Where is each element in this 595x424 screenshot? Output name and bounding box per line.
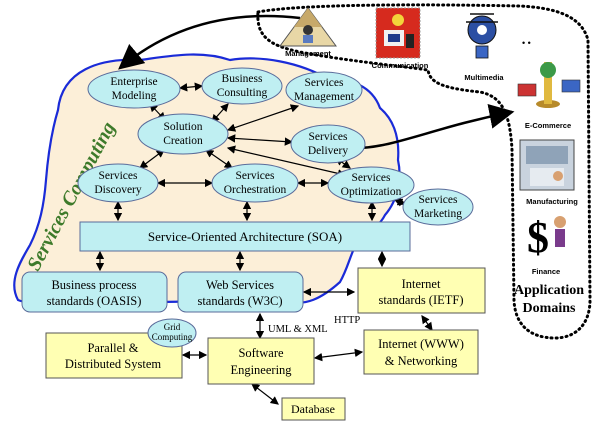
software-engineering-box: Software Engineering	[207, 337, 315, 385]
node-services-delivery: Services Delivery	[290, 124, 366, 164]
multimedia-icon	[466, 13, 498, 59]
e-commerce-label: E-Commerce	[525, 121, 571, 130]
node-services-management: Services Management	[285, 71, 363, 109]
application-domains-line1: Application	[514, 283, 584, 298]
internet-networking-line2: & Networking	[385, 354, 458, 368]
manufacturing-icon	[519, 139, 575, 191]
service-connectors	[95, 82, 433, 405]
arrow-to-enterprise-modeling	[118, 14, 301, 70]
application-domains-region	[256, 3, 592, 340]
enterprise-modeling-line1: Enterprise	[110, 76, 157, 88]
business-process-line1: Business process	[51, 278, 136, 292]
communication-label: Communication	[372, 61, 429, 70]
soa-label: Service-Oriented Architecture (SOA)	[148, 229, 342, 244]
multimedia-label: Multimedia	[464, 73, 504, 82]
soa-box: Service-Oriented Architecture (SOA)	[79, 221, 411, 252]
manufacturing-label: Manufacturing	[526, 197, 578, 206]
management-label: Management	[285, 49, 331, 58]
internet-standards-line1: Internet	[402, 277, 441, 291]
business-process-line2: standards (OASIS)	[47, 294, 142, 308]
services-orchestration-line2: Orchestration	[224, 184, 287, 196]
parallel-line1: Parallel &	[87, 341, 138, 355]
application-domains-line2: Domains	[523, 301, 576, 316]
services-optimization-line2: Optimization	[341, 186, 402, 198]
management-icon	[279, 7, 337, 47]
node-enterprise-modeling: Enterprise Modeling	[87, 69, 181, 109]
node-services-marketing: Services Marketing	[402, 188, 474, 226]
parallel-distributed-box: Parallel & Distributed System	[45, 332, 183, 379]
services-discovery-line1: Services	[99, 170, 138, 182]
internet-standards-box: Internet standards (IETF)	[357, 267, 486, 314]
grid-line2: Computing	[152, 332, 193, 342]
database-box: Database	[281, 397, 346, 421]
solution-creation-line2: Creation	[163, 135, 203, 147]
node-solution-creation: Solution Creation	[137, 113, 229, 155]
solution-creation-line1: Solution	[164, 121, 203, 133]
grid-computing-node: Grid Computing	[147, 318, 197, 348]
node-business-consulting: Business Consulting	[201, 67, 283, 105]
business-process-standards-box: Business process standards (OASIS)	[21, 271, 168, 313]
services-management-line1: Services	[305, 77, 344, 89]
web-services-standards-box: Web Services standards (W3C)	[177, 271, 304, 313]
node-services-discovery: Services Discovery	[77, 163, 159, 203]
enterprise-modeling-line2: Modeling	[112, 90, 157, 102]
services-orchestration-line1: Services	[236, 170, 275, 182]
services-delivery-line2: Delivery	[308, 145, 348, 157]
internet-networking-box: Internet (WWW) & Networking	[363, 329, 479, 375]
internet-standards-line2: standards (IETF)	[378, 293, 463, 307]
services-management-line2: Management	[294, 91, 355, 103]
node-services-orchestration: Services Orchestration	[211, 163, 299, 203]
finance-icon: $	[527, 213, 566, 262]
svg-text:$: $	[527, 213, 549, 262]
business-consulting-line2: Consulting	[217, 87, 268, 99]
web-services-line2: standards (W3C)	[197, 294, 282, 308]
business-consulting-line1: Business	[222, 73, 263, 85]
uml-xml-label: UML & XML	[268, 324, 328, 335]
web-services-line1: Web Services	[206, 278, 274, 292]
ellipsis-dots: • •	[522, 38, 531, 48]
database-label: Database	[291, 402, 335, 416]
e-commerce-icon	[517, 62, 581, 108]
grid-line1: Grid	[164, 322, 181, 332]
software-engineering-line1: Software	[238, 346, 284, 360]
node-services-optimization: Services Optimization	[327, 166, 415, 204]
services-optimization-line1: Services	[352, 172, 391, 184]
communication-icon	[375, 7, 421, 59]
internet-networking-line1: Internet (WWW)	[378, 337, 464, 351]
parallel-line2: Distributed System	[65, 357, 161, 371]
services-marketing-line1: Services	[419, 194, 458, 206]
services-delivery-line1: Services	[309, 131, 348, 143]
software-engineering-line2: Engineering	[230, 363, 292, 377]
services-discovery-line2: Discovery	[94, 184, 142, 196]
services-marketing-line2: Marketing	[414, 208, 462, 220]
finance-label: Finance	[532, 267, 560, 276]
http-label: HTTP	[334, 315, 360, 326]
